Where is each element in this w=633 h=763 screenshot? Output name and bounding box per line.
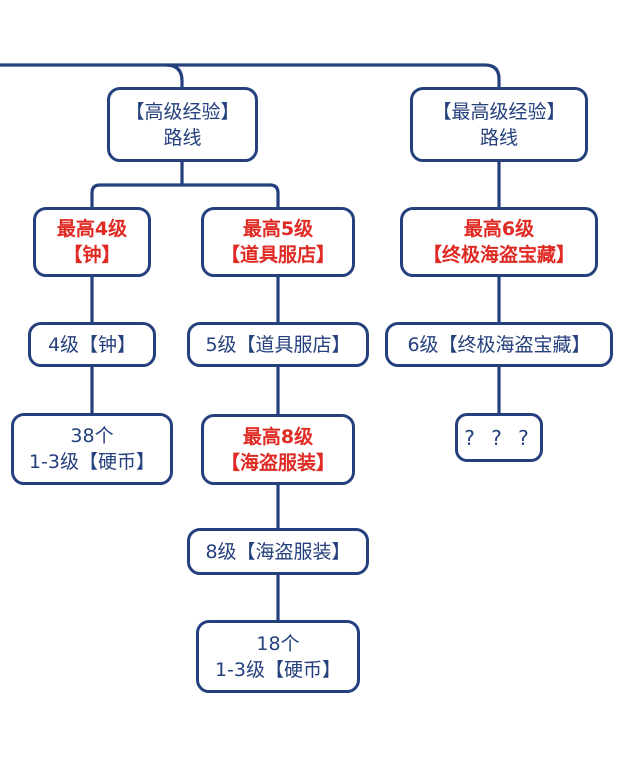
node-unknown: ? ? ? (455, 413, 543, 462)
node-line1: 【高级经验】 (125, 100, 240, 123)
node-max6-ultimate-treasure: 最高6级 【终极海盗宝藏】 (400, 207, 598, 277)
node-line1: 38个 (70, 425, 114, 447)
node-coins-18: 18个 1-3级【硬币】 (196, 620, 360, 693)
node-line1: 【最高级经验】 (432, 100, 566, 123)
edge-fork-bar (90, 183, 280, 208)
node-line2: 路线 (163, 126, 202, 149)
node-line2: 【海盗服装】 (220, 451, 335, 474)
node-lv5-prop-shop: 5级【道具服店】 (187, 322, 369, 367)
node-label: 5级【道具服店】 (205, 333, 351, 356)
node-supreme-exp-route: 【最高级经验】 路线 (410, 87, 588, 162)
node-line2: 【终极海盗宝藏】 (422, 244, 575, 266)
node-line1: 最高6级 (463, 218, 535, 240)
node-line1: 最高4级 (56, 218, 128, 240)
node-line2: 1-3级【硬币】 (28, 451, 156, 473)
node-advanced-exp-route: 【高级经验】 路线 (107, 87, 258, 162)
node-max8-pirate-costume: 最高8级 【海盗服装】 (201, 414, 355, 485)
node-label: 4级【钟】 (47, 333, 137, 356)
node-line2: 路线 (479, 126, 518, 149)
node-max4-bell: 最高4级 【钟】 (33, 207, 151, 277)
node-line1: 18个 (256, 632, 300, 655)
node-coins-38: 38个 1-3级【硬币】 (11, 413, 173, 485)
node-max5-prop-shop: 最高5级 【道具服店】 (201, 207, 355, 277)
node-lv8-pirate-costume: 8级【海盗服装】 (187, 528, 369, 575)
edge-top-to-advanced-route (165, 63, 184, 88)
node-label: 6级【终极海盗宝藏】 (407, 333, 591, 356)
edge-top-main-to-supreme-route (0, 63, 501, 88)
node-lv4-bell: 4级【钟】 (28, 322, 156, 367)
node-lv6-ultimate-treasure: 6级【终极海盗宝藏】 (385, 322, 613, 367)
node-line1: 最高5级 (242, 218, 314, 240)
node-line1: 最高8级 (242, 425, 314, 448)
node-line2: 1-3级【硬币】 (214, 658, 342, 681)
node-label: 8级【海盗服装】 (205, 540, 351, 563)
node-line2: 【道具服店】 (220, 244, 335, 266)
node-line2: 【钟】 (63, 244, 121, 266)
node-label: ? ? ? (464, 425, 534, 450)
